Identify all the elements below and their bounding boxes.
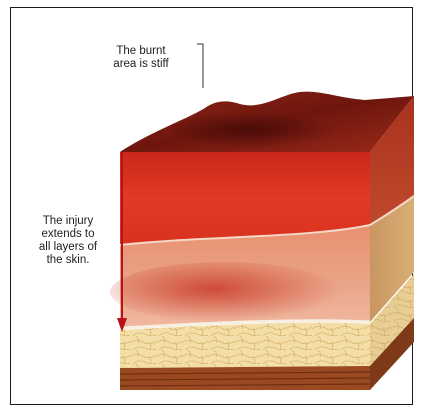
injury-depth-label: The injury extends to all layers of the … bbox=[21, 215, 115, 267]
muscle-layer-front bbox=[120, 366, 370, 390]
burnt-surface bbox=[120, 92, 414, 152]
stiff-area-label-line: The burnt bbox=[97, 45, 185, 58]
injury-depth-label-line: The injury bbox=[21, 215, 115, 228]
injury-depth-label-line: the skin. bbox=[21, 254, 115, 267]
stiff-area-label-line: area is stiff bbox=[97, 58, 185, 71]
injury-depth-label-line: all layers of bbox=[21, 241, 115, 254]
label-leader-line bbox=[197, 44, 203, 88]
injury-depth-label-line: extends to bbox=[21, 228, 115, 241]
fat-layer-front bbox=[120, 323, 370, 368]
stiff-area-label: The burnt area is stiff bbox=[97, 45, 185, 71]
